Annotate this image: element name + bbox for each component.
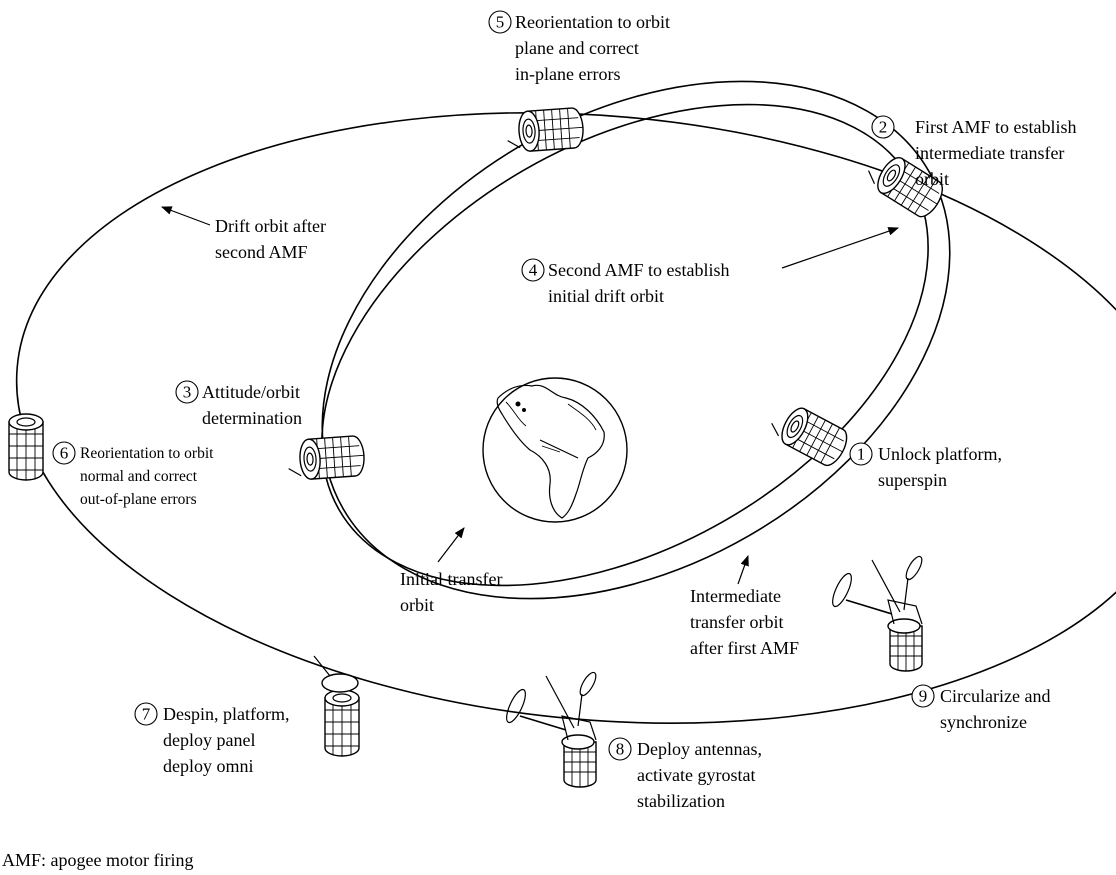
- arrow-step-4: [781, 227, 900, 269]
- step-9-label: Circularize and synchronize: [940, 686, 1055, 732]
- arrow-drift-orbit: [160, 206, 211, 226]
- initial-transfer-orbit-label: Initial transfer orbit: [400, 569, 507, 615]
- step-badge-9: 9: [911, 684, 935, 708]
- intermediate-transfer-orbit-label: Intermediate transfer orbit after first …: [690, 586, 799, 658]
- svg-text:8: 8: [616, 740, 625, 759]
- satellite-6: [8, 413, 44, 481]
- step-3-label: Attitude/orbit determination: [202, 382, 305, 428]
- step-8-label: Deploy antennas, activate gyrostat stabi…: [637, 739, 766, 811]
- satellite-7: [313, 655, 360, 757]
- initial-transfer-orbit: [321, 103, 929, 587]
- satellite-3: [285, 434, 367, 482]
- svg-text:7: 7: [142, 705, 151, 724]
- intermediate-transfer-orbit: [321, 80, 951, 600]
- step-badge-1: 1: [849, 442, 873, 466]
- satellite-9: [828, 553, 926, 672]
- step-badge-8: 8: [608, 737, 632, 761]
- step-badge-4: 4: [521, 258, 545, 282]
- svg-text:5: 5: [496, 13, 505, 32]
- step-2-label: First AMF to establish intermediate tran…: [915, 117, 1081, 189]
- step-badge-7: 7: [134, 702, 158, 726]
- step-5-label: Reorientation to orbit plane and correct…: [515, 12, 674, 84]
- step-1-label: Unlock platform, superspin: [878, 444, 1006, 490]
- drift-orbit-label: Drift orbit after second AMF: [215, 216, 330, 262]
- step-badge-5: 5: [488, 10, 512, 34]
- satellite-8: [502, 669, 600, 788]
- svg-text:6: 6: [60, 444, 69, 463]
- satellite-1: [765, 397, 853, 471]
- svg-text:2: 2: [879, 118, 888, 137]
- arrow-initial-transfer: [437, 527, 465, 563]
- step-badge-6: 6: [52, 441, 76, 465]
- svg-text:3: 3: [183, 383, 192, 402]
- footnote: AMF: apogee motor firing: [2, 850, 193, 870]
- step-4-label: Second AMF to establish initial drift or…: [548, 260, 734, 306]
- arrow-intermediate-transfer: [737, 554, 749, 585]
- earth-icon: [482, 377, 628, 523]
- step-badge-3: 3: [175, 380, 199, 404]
- step-7-label: Despin, platform, deploy panel deploy om…: [163, 704, 294, 776]
- step-6-label: Reorientation to orbit normal and correc…: [80, 445, 217, 508]
- svg-text:4: 4: [529, 261, 538, 280]
- svg-text:1: 1: [857, 445, 866, 464]
- svg-text:9: 9: [919, 687, 928, 706]
- satellite-5: [504, 106, 586, 154]
- step-badge-2: 2: [871, 115, 895, 139]
